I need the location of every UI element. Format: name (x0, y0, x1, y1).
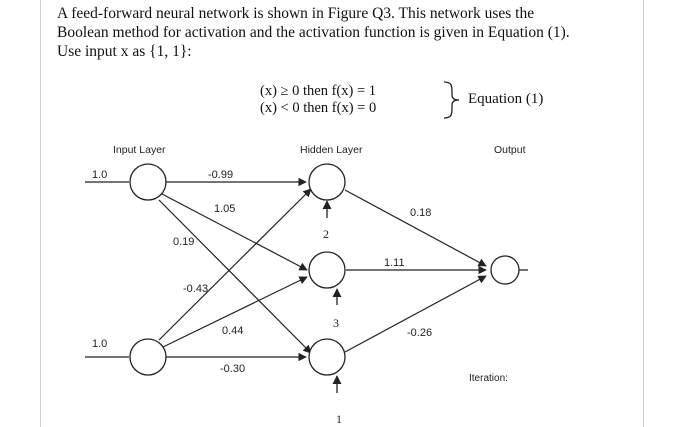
input-value-2: 1.0 (92, 338, 107, 350)
output-label: Output (494, 144, 526, 156)
input-value-1: 1.0 (92, 169, 107, 181)
hidden-layer-label: Hidden Layer (300, 144, 363, 156)
weight-h2-o: 1.11 (384, 257, 405, 269)
question-line-1: A feed-forward neural network is shown i… (57, 5, 535, 22)
edge-i2-h2 (162, 276, 308, 348)
left-border (40, 0, 41, 427)
equation-line-1: (x) ≥ 0 then f(x) = 1 (260, 83, 376, 99)
output-neuron (490, 255, 520, 285)
equation-line-2: (x) < 0 then f(x) = 0 (260, 100, 376, 116)
edge-i1-h2 (161, 193, 308, 271)
equation-brace (443, 81, 460, 119)
edge-i2-h1 (158, 188, 312, 341)
weight-i1-h1: -0.99 (208, 169, 233, 181)
weight-h3-o: -0.26 (407, 327, 432, 339)
hidden-neuron-1 (308, 163, 346, 201)
input-neuron-2 (129, 338, 167, 376)
hidden-neuron-2 (308, 251, 346, 289)
question-line-2: Boolean method for activation and the ac… (57, 24, 570, 41)
edge-h3-o (344, 275, 487, 353)
bias-h2: 3 (333, 316, 339, 330)
bias-h3: 1 (336, 412, 342, 426)
question-line-3: Use input x as {1, 1}: (57, 43, 192, 60)
input-neuron-1 (129, 163, 167, 201)
question-text: A feed-forward neural network is shown i… (57, 4, 617, 61)
weight-i2-h2: 0.44 (222, 325, 243, 337)
weight-i2-h3: -0.30 (220, 363, 245, 375)
weight-i1-h3: 0.19 (173, 236, 194, 248)
edge-h1-o (344, 189, 487, 267)
input-layer-label: Input Layer (113, 144, 166, 156)
weight-i1-h2: 1.05 (214, 203, 235, 215)
hidden-neuron-3 (308, 338, 346, 376)
edge-i1-h3 (158, 199, 312, 354)
weight-i2-h1: -0.43 (183, 283, 208, 295)
weight-h1-o: 0.18 (410, 207, 431, 219)
equation-label: Equation (1) (468, 91, 543, 107)
iteration-label: Iteration: (469, 373, 508, 384)
bias-h1: 2 (323, 227, 329, 241)
right-border (643, 0, 644, 427)
